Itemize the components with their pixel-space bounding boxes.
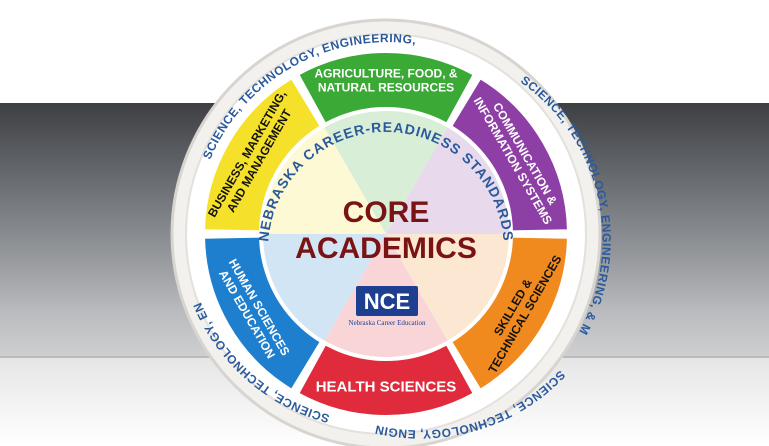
segment-label-health-line-1: HEALTH SCIENCES [316, 379, 457, 396]
nce-logo-initials: NCE [364, 289, 410, 314]
segment-label-agriculture-line-1: AGRICULTURE, FOOD, & [314, 67, 457, 81]
core-label-line1: CORE [343, 196, 430, 229]
inner-disc-outline [259, 107, 513, 361]
nce-logo-box [356, 286, 418, 316]
segment-label-agriculture: AGRICULTURE, FOOD, &NATURAL RESOURCES [314, 67, 457, 95]
core-label-line2: ACADEMICS [295, 232, 477, 265]
nce-logo-caption: Nebraska Career Education [349, 319, 426, 327]
nce-logo: NCE Nebraska Career Education [349, 286, 426, 327]
segment-label-agriculture-line-2: NATURAL RESOURCES [318, 81, 454, 95]
segment-label-health: HEALTH SCIENCES [316, 379, 457, 396]
inner-slice-agriculture [323, 108, 449, 234]
